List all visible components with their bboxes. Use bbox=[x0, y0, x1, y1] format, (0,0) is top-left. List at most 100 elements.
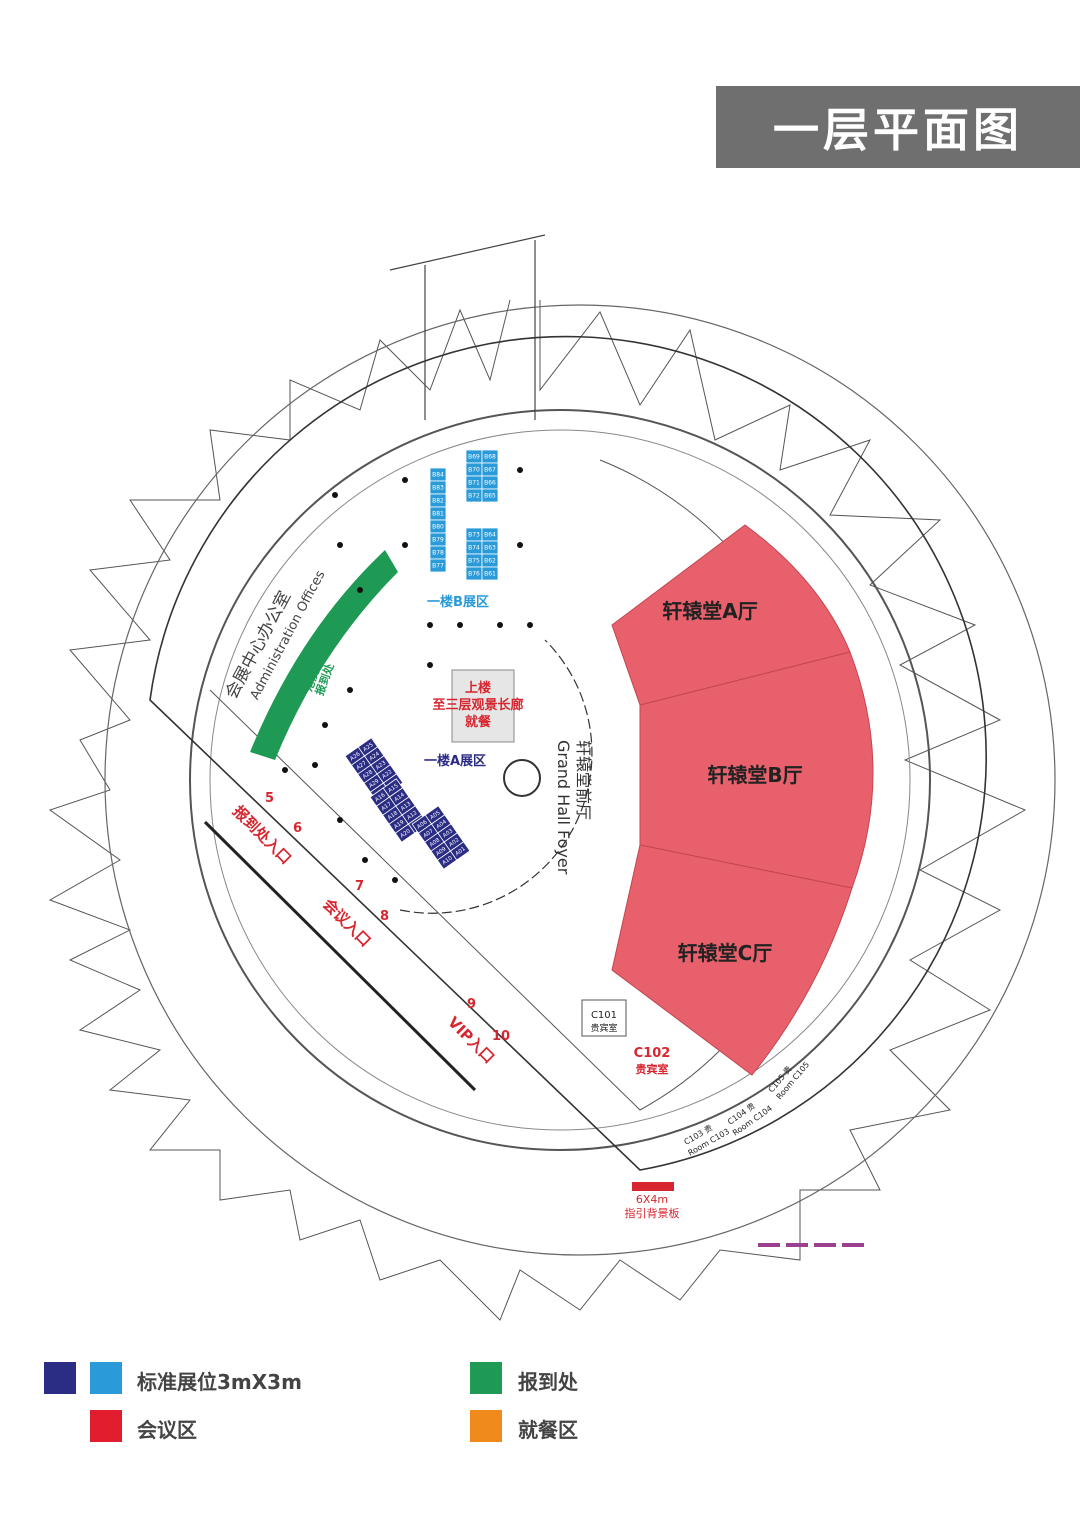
legend-label-booth: 标准展位3mX3m bbox=[137, 1370, 302, 1394]
column-dot bbox=[337, 542, 343, 548]
page-title-box: 一层平面图 bbox=[716, 86, 1080, 168]
stairs-label-2: 至三层观景长廊 bbox=[432, 697, 523, 713]
booth: B77 bbox=[429, 558, 447, 573]
page-title: 一层平面图 bbox=[773, 103, 1023, 157]
foyer-label-cn: 轩辕堂前厅 bbox=[574, 740, 593, 820]
booth-label: B82 bbox=[432, 498, 444, 505]
zone-b-label: 一楼B展区 bbox=[427, 594, 489, 610]
booth-label: B62 bbox=[484, 558, 496, 565]
booth-label: A15 bbox=[387, 783, 400, 794]
sign-board-label-2: 指引背景板 bbox=[625, 1206, 680, 1220]
door-number: 8 bbox=[380, 909, 389, 924]
room-c101-sub: 贵宾室 bbox=[590, 1022, 617, 1034]
legend-label-dining: 就餐区 bbox=[518, 1418, 578, 1442]
booth-label: A23 bbox=[375, 760, 388, 771]
hall-a-label: 轩辕堂A厅 bbox=[662, 599, 757, 623]
booth-label: A18 bbox=[387, 810, 400, 821]
booth-label: B66 bbox=[484, 480, 496, 487]
booth-cell bbox=[449, 841, 471, 861]
booth-label: A24 bbox=[369, 751, 382, 762]
booth: B81 bbox=[429, 506, 447, 521]
booth-label: B68 bbox=[484, 454, 496, 461]
booth-label: A09 bbox=[435, 846, 448, 857]
column-dot bbox=[312, 762, 318, 768]
booth-label: A03 bbox=[442, 828, 455, 839]
booth-label: A26 bbox=[349, 751, 362, 762]
booth: B62 bbox=[481, 553, 499, 568]
column-dot bbox=[427, 662, 433, 668]
booth-label: B81 bbox=[432, 511, 444, 518]
legend-swatch-dining bbox=[470, 1410, 502, 1442]
column-dot bbox=[517, 467, 523, 473]
column-dot bbox=[332, 492, 338, 498]
booth-label: A02 bbox=[448, 837, 460, 848]
booth-label: A13 bbox=[400, 801, 413, 812]
booth-cell bbox=[429, 558, 447, 573]
booth-label: A19 bbox=[393, 819, 406, 830]
room-c102-label: C102 bbox=[634, 1046, 671, 1061]
booth-label: A27 bbox=[356, 760, 369, 771]
foyer-arc bbox=[399, 639, 593, 914]
zone-a-label: 一楼A展区 bbox=[424, 753, 486, 769]
room-c101 bbox=[581, 999, 627, 1037]
foyer-label-en: Grand Hall Foyer bbox=[554, 740, 573, 875]
booth: B74 bbox=[465, 540, 483, 555]
booth-label: B80 bbox=[432, 524, 444, 531]
booth-cell bbox=[481, 488, 499, 503]
hall-c bbox=[611, 844, 853, 1076]
column-dot bbox=[337, 817, 343, 823]
booth-label: B67 bbox=[484, 467, 496, 474]
hall-c-label: 轩辕堂C厅 bbox=[678, 941, 773, 965]
door-number: 9 bbox=[467, 997, 476, 1012]
room-c102-sub: 贵宾室 bbox=[636, 1062, 669, 1076]
booth-label: A01 bbox=[455, 846, 467, 857]
foyer-core bbox=[503, 759, 541, 797]
booth-label: B83 bbox=[432, 485, 444, 492]
booth: B68 bbox=[481, 449, 499, 464]
booth: B65 bbox=[481, 488, 499, 503]
booth-label: B73 bbox=[468, 532, 480, 539]
floor-plan: 上楼 至三层观景长廊 就餐 轩辕堂A厅 轩辕堂B厅 轩辕堂C厅 一楼B展区 一楼… bbox=[48, 234, 1056, 1321]
outer-star-outline bbox=[48, 299, 1027, 1321]
booth: B63 bbox=[481, 540, 499, 555]
booth-label: B77 bbox=[432, 563, 444, 570]
booth: B72 bbox=[465, 488, 483, 503]
booth: B71 bbox=[465, 475, 483, 490]
booth: B69 bbox=[465, 449, 483, 464]
booth-label: A12 bbox=[406, 810, 418, 821]
legend-swatch-booth-b bbox=[90, 1362, 122, 1394]
door-number: 5 bbox=[265, 791, 274, 806]
corridor-line bbox=[389, 234, 546, 271]
entrance-wall bbox=[203, 820, 477, 1092]
booth: B67 bbox=[481, 462, 499, 477]
booth-label: B65 bbox=[484, 493, 496, 500]
column-dot bbox=[517, 542, 523, 548]
booth-label: B71 bbox=[468, 480, 480, 487]
booth-label: B64 bbox=[484, 532, 496, 539]
booth-label: A25 bbox=[362, 742, 375, 753]
door-number: 7 bbox=[355, 879, 364, 894]
booth-cell bbox=[481, 566, 499, 581]
column-dot bbox=[347, 687, 353, 693]
booth-label: A22 bbox=[381, 769, 393, 780]
booth: B64 bbox=[481, 527, 499, 542]
legend-swatch-registration bbox=[470, 1362, 502, 1394]
column-dot bbox=[527, 622, 533, 628]
booth-label: B78 bbox=[432, 550, 444, 557]
booth-label: B72 bbox=[468, 493, 480, 500]
column-dot bbox=[402, 477, 408, 483]
column-dot bbox=[357, 587, 363, 593]
booth: B73 bbox=[465, 527, 483, 542]
booth: A01 bbox=[449, 841, 471, 861]
booth-label: A04 bbox=[436, 819, 449, 830]
outer-circle bbox=[104, 304, 1056, 1256]
booth-label: A05 bbox=[429, 810, 442, 821]
booth: B79 bbox=[429, 532, 447, 547]
booth-label: A14 bbox=[394, 792, 407, 803]
legend-swatch-meeting bbox=[90, 1410, 122, 1442]
entrance-vip-label: VIP入口 bbox=[444, 1013, 498, 1067]
booth: B83 bbox=[429, 480, 447, 495]
booth: B61 bbox=[481, 566, 499, 581]
registration-desk bbox=[250, 550, 398, 760]
booth-label: A06 bbox=[416, 819, 429, 830]
